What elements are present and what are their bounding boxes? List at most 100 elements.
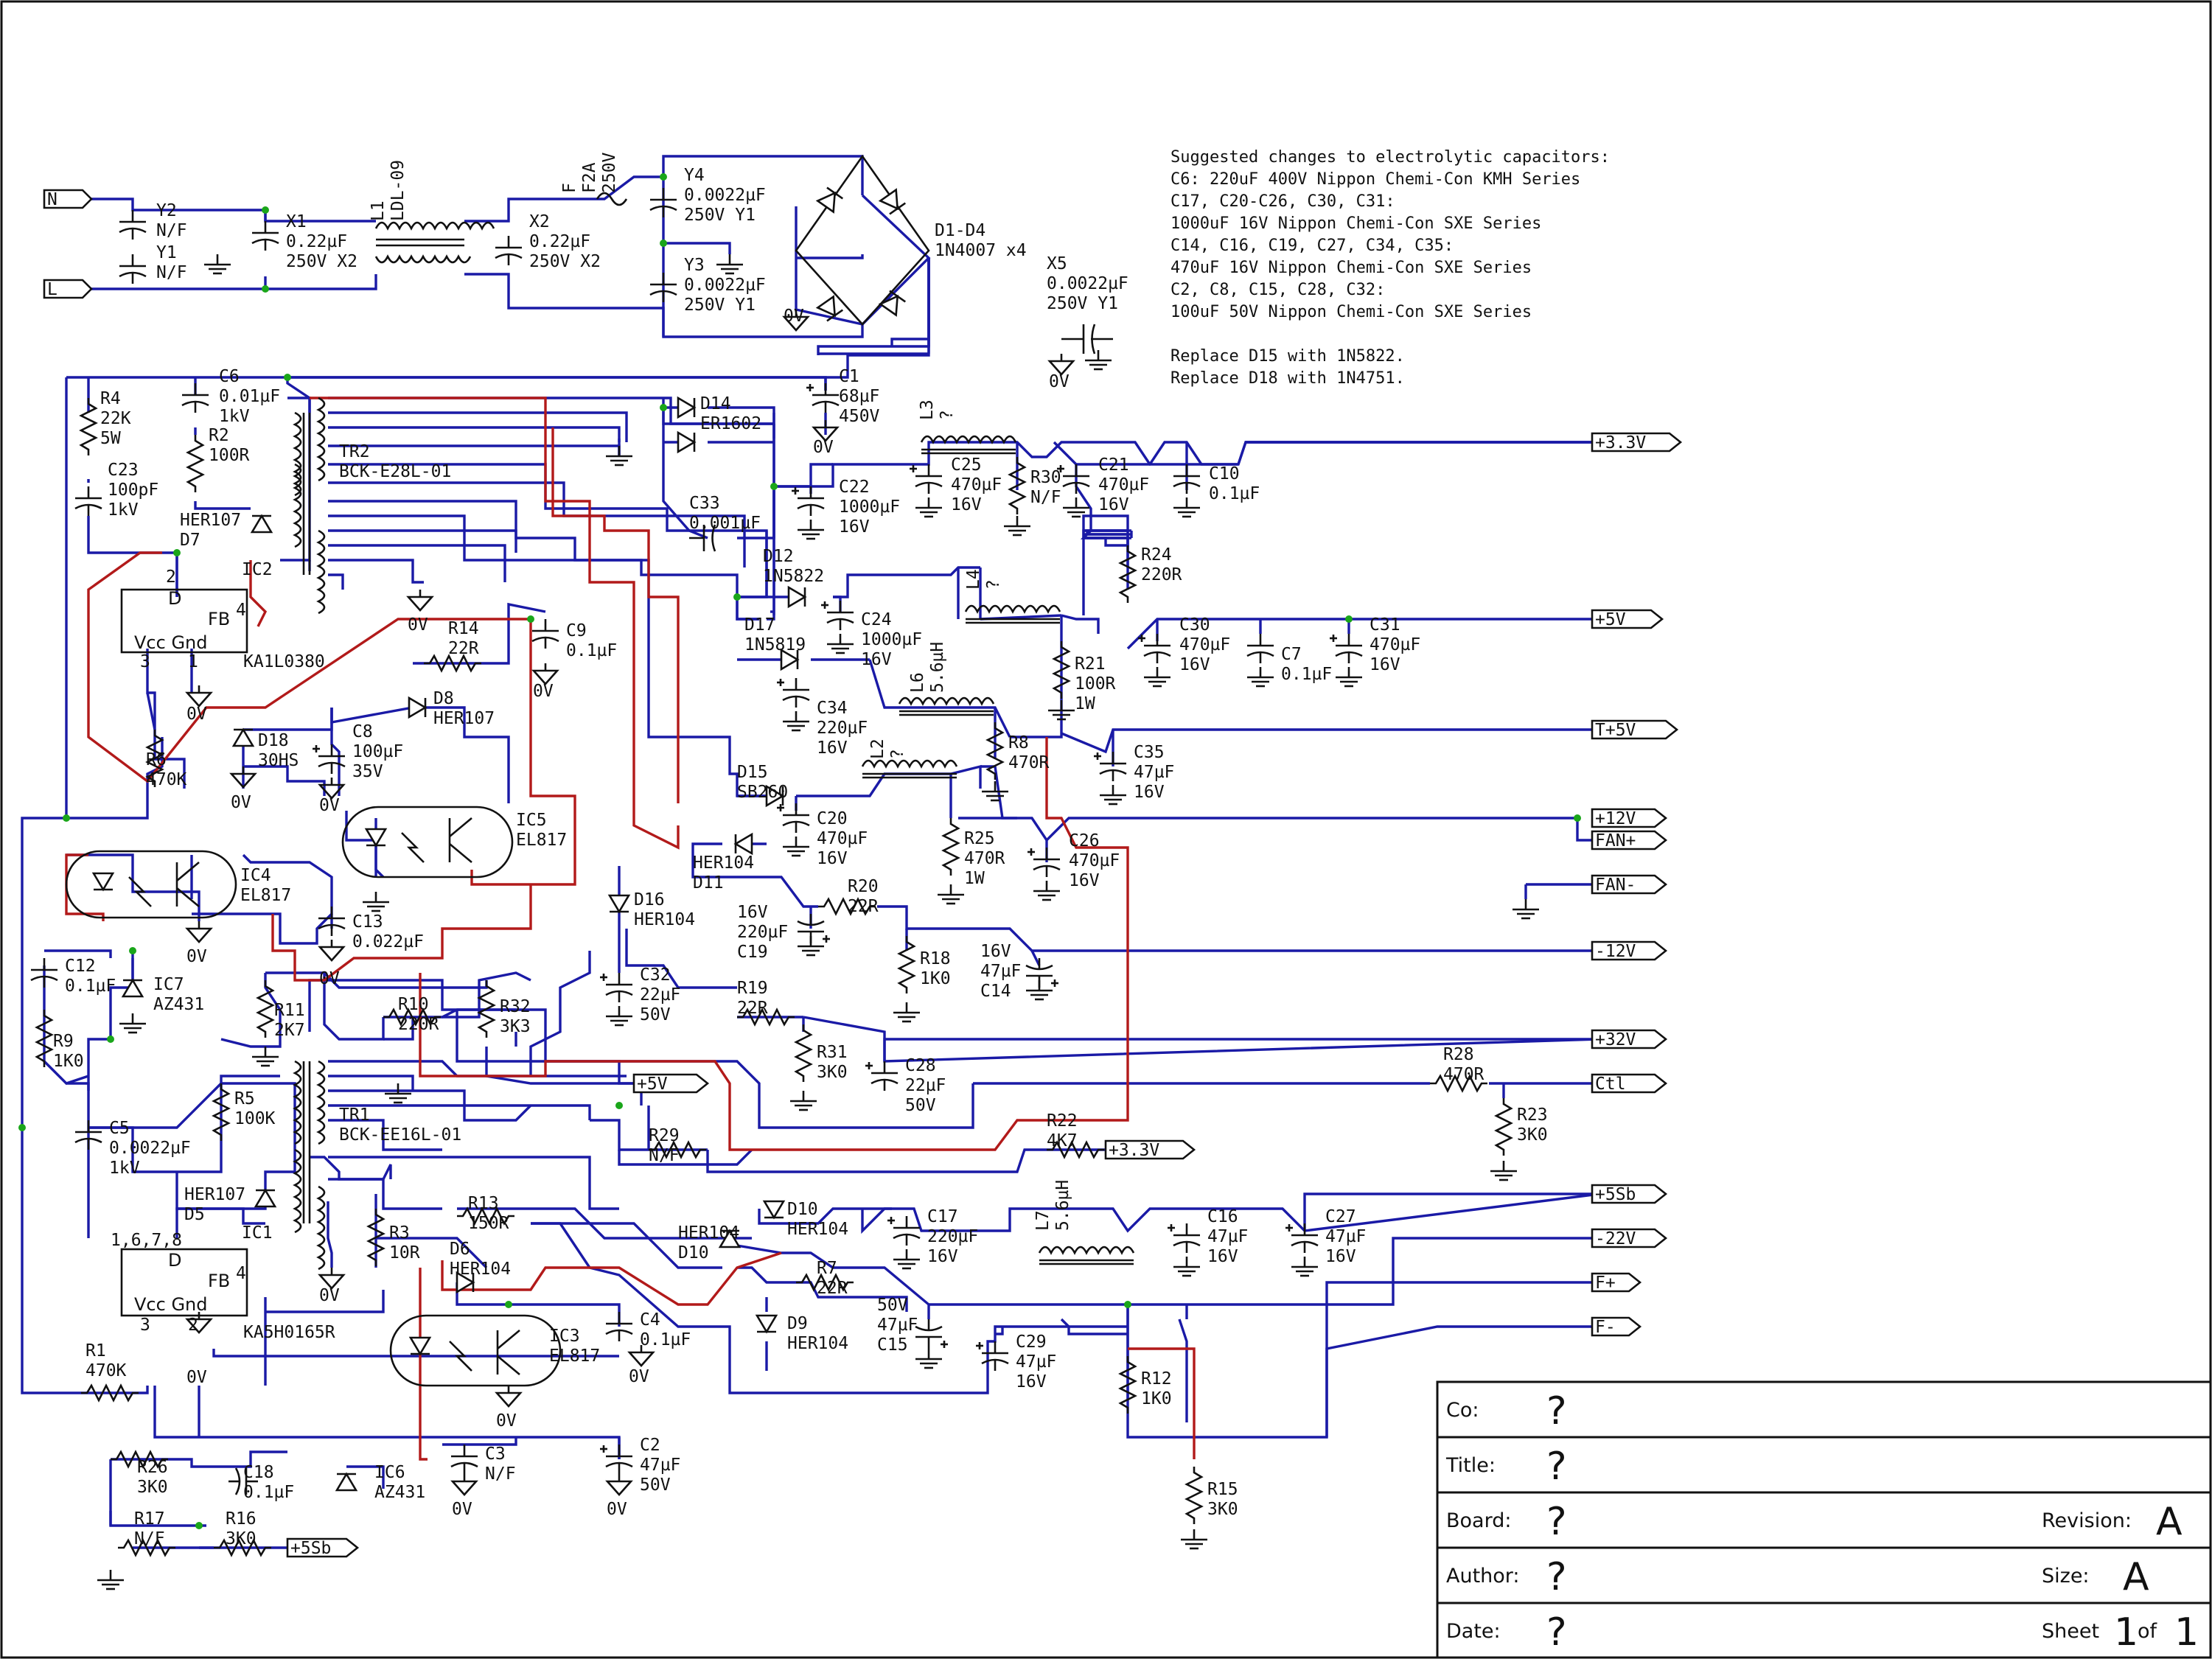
d9-label-line: HER104 bbox=[787, 1334, 848, 1353]
y1-label: Y1N/F bbox=[156, 243, 187, 282]
c2-label-line: C2 bbox=[640, 1436, 660, 1455]
c7-label-line: C7 bbox=[1281, 645, 1302, 664]
c2-label-line: 47µF bbox=[640, 1456, 680, 1475]
port-plus-12v: +12V bbox=[1595, 809, 1636, 828]
c6-label-line: 1kV bbox=[219, 407, 250, 426]
c3-label-line: N/F bbox=[485, 1464, 516, 1484]
c30-label-line: 16V bbox=[1179, 655, 1210, 674]
ic5-optocoupler bbox=[341, 806, 514, 879]
c30-label-line: C30 bbox=[1179, 615, 1210, 635]
c15-label-line: 50V bbox=[877, 1296, 908, 1315]
c12-label-line: C12 bbox=[65, 957, 96, 976]
r16-label-line: 3K0 bbox=[226, 1529, 257, 1548]
r11-label-line: 2K7 bbox=[274, 1021, 305, 1040]
port-flags bbox=[43, 189, 1683, 1558]
l2-label-line: L2 bbox=[868, 738, 887, 759]
c32-label-line: 50V bbox=[640, 1005, 671, 1024]
c5-label-line: 1kV bbox=[109, 1159, 140, 1178]
r10-label-line: 220R bbox=[398, 1015, 439, 1034]
r12-label-line: 1K0 bbox=[1141, 1389, 1172, 1408]
revision-value: A bbox=[2156, 1500, 2183, 1544]
c27-label-line: C27 bbox=[1325, 1207, 1356, 1226]
c34-label-line: 16V bbox=[817, 738, 848, 758]
port-ctl: Ctl bbox=[1595, 1075, 1626, 1094]
note-line: 100uF 50V Nippon Chemi-Con SXE Series bbox=[1170, 303, 1532, 321]
c17-label-line: 16V bbox=[927, 1247, 958, 1266]
size-value: A bbox=[2123, 1555, 2149, 1599]
r23-label-line: 3K0 bbox=[1517, 1125, 1548, 1145]
note-line: C6: 220uF 400V Nippon Chemi-Con KMH Seri… bbox=[1170, 170, 1580, 189]
c13-label-line: C13 bbox=[352, 912, 383, 932]
d12-label-line: D12 bbox=[763, 547, 794, 566]
c26-label-line: 16V bbox=[1069, 871, 1100, 890]
d12-label-line: 1N5822 bbox=[763, 567, 824, 586]
r21-label-line: R21 bbox=[1075, 654, 1106, 674]
r25-label-line: 470R bbox=[964, 849, 1005, 868]
author-label: Author: bbox=[1446, 1565, 1520, 1588]
note-line: Replace D15 with 1N5822. bbox=[1170, 347, 1405, 366]
y2-label-line: Y2 bbox=[156, 201, 177, 220]
c15-label-line: 47µF bbox=[877, 1316, 918, 1335]
c28-label-line: 22µF bbox=[905, 1076, 946, 1095]
port-minus-12v: -12V bbox=[1595, 942, 1636, 961]
ic6-label-line: IC6 bbox=[374, 1463, 405, 1482]
port-plus-5v: +5V bbox=[1595, 610, 1626, 629]
c20-label-line: C20 bbox=[817, 809, 848, 828]
r25-label-line: 1W bbox=[964, 869, 985, 888]
ic3-label-line: IC3 bbox=[549, 1327, 580, 1346]
c22-label-line: C22 bbox=[839, 478, 870, 497]
sheet-value: 1 bbox=[2114, 1610, 2138, 1655]
port-l: L bbox=[47, 280, 57, 299]
y1-label-line: Y1 bbox=[156, 243, 177, 262]
x5-label-line: 0.0022µF bbox=[1047, 274, 1128, 293]
ic1-label: IC1 bbox=[242, 1223, 273, 1243]
port-f-minus: F- bbox=[1595, 1318, 1616, 1337]
ic1-p4: 4 bbox=[236, 1264, 246, 1283]
c35-label-line: 47µF bbox=[1134, 763, 1174, 782]
y4-label-line: 250V Y1 bbox=[684, 206, 756, 225]
l1-label-line: LDL-09 bbox=[388, 160, 408, 221]
d16-label-line: D16 bbox=[634, 890, 665, 909]
sheet-of: of bbox=[2138, 1620, 2158, 1643]
l4-label-line: L4 bbox=[964, 569, 983, 590]
c9-label-line: 0.1µF bbox=[566, 641, 617, 660]
zero-volt-label: 0V bbox=[496, 1411, 517, 1431]
c16-label-line: 47µF bbox=[1207, 1227, 1248, 1246]
c20-label-line: 16V bbox=[817, 849, 848, 868]
c17-label-line: C17 bbox=[927, 1207, 958, 1226]
c21-label-line: C21 bbox=[1098, 455, 1129, 475]
c4-label-line: 0.1µF bbox=[640, 1330, 691, 1349]
zero-volt-labels: 0V 0V 0V 0V 0V 0V 0V 0V 0V 0V 0V 0V 0V 0… bbox=[186, 307, 1070, 1519]
r7-label-line: R7 bbox=[817, 1259, 837, 1278]
ic3-label-line: EL817 bbox=[549, 1347, 600, 1366]
r1-label-line: 470K bbox=[86, 1361, 127, 1380]
ic2-p3: 3 bbox=[140, 652, 150, 671]
zero-volt-label: 0V bbox=[607, 1500, 627, 1519]
d6-label-line: HER104 bbox=[450, 1260, 511, 1279]
x5-cap bbox=[1061, 324, 1113, 354]
